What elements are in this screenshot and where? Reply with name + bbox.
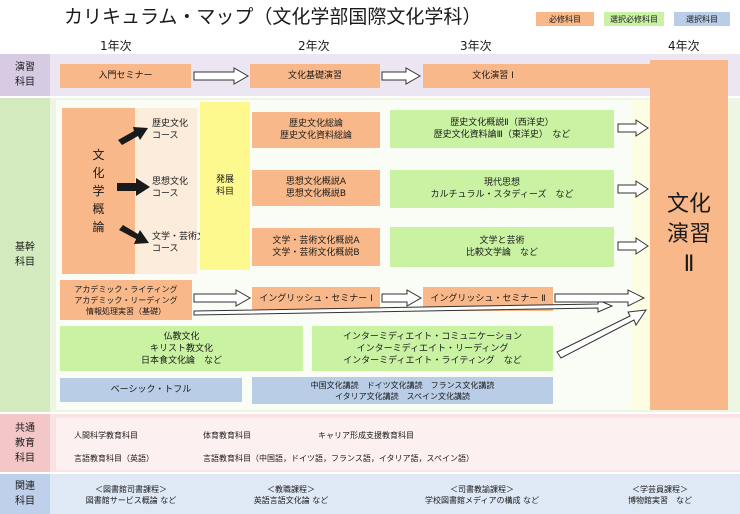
arrow-seminar-1-icon (193, 67, 250, 85)
hatten-label: 発展 科目 (215, 175, 234, 197)
arrow-course-history-icon (118, 127, 148, 145)
thought3-box: 現代思想 カルチュラル・スタディーズ など (390, 170, 614, 208)
kanren-museum: ＜学芸員課程＞ 博物館実習 など (628, 485, 692, 505)
course-thought-label: 思想文化 コース (152, 177, 189, 199)
legend-elective: 選択科目 (674, 12, 730, 26)
kyotsu-inner-panel (56, 418, 740, 470)
year-header-3: 3年次 (460, 39, 492, 53)
page-title: カリキュラム・マップ（文化学部国際文化学科） (64, 6, 482, 28)
thought2-label: 思想文化概説A 思想文化概説B (285, 177, 347, 199)
thought3-label: 現代思想 カルチュラル・スタディーズ など (430, 178, 574, 200)
arrow-intermediate-diag-icon (556, 309, 648, 359)
arrow-course-thought-icon (117, 178, 150, 196)
kanren-teacher: ＜教職課程＞ 英語言語文化論 など (253, 485, 329, 505)
kyotsu-item-4: 言語教育科目（英語） (74, 454, 154, 463)
seminar-enshu2-box: 文化 演習 Ⅱ (650, 60, 728, 410)
seminar-intro-box: 入門セミナー (60, 64, 191, 88)
seminar-intro-label: 入門セミナー (98, 71, 153, 81)
arrow-english-2-icon (381, 289, 423, 307)
section-label-kanren: 関連 科目 (0, 474, 50, 514)
kanren-library: ＜図書館司書課程＞ 図書館サービス概論 など (85, 485, 177, 505)
course-column-box (135, 108, 197, 274)
english1-label: イングリッシュ・セミナー Ⅰ (259, 294, 373, 304)
arrow-course-literature-icon (119, 225, 149, 244)
kyotsu-item-3: キャリア形成支援教育科目 (318, 431, 414, 440)
lang-lectures-label: 中国文化講読 ドイツ文化講読 フランス文化講読 イタリア文化講読 スペイン文化講… (310, 380, 495, 401)
kyotsu-item-5: 言語教育科目（中国語，ドイツ語，フランス語，イタリア語，スペイン語） (203, 454, 474, 463)
lang-lectures-box: 中国文化講読 ドイツ文化講読 フランス文化講読 イタリア文化講読 スペイン文化講… (252, 377, 553, 404)
year-header-1: 1年次 (100, 39, 132, 53)
section-label-enshu: 演習 科目 (0, 54, 50, 96)
kyotsu-item-1: 人間科学教育科目 (74, 431, 138, 440)
literature2-label: 文学・芸術文化概説A 文学・芸術文化概説B (272, 236, 360, 258)
history3-box: 歴史文化概説Ⅱ（西洋史） 歴史文化資料論Ⅲ（東洋史） など (390, 110, 614, 148)
basic-toefl-box: ベーシック・トフル (60, 378, 242, 402)
kyotsu-item-2: 体育教育科目 (203, 431, 251, 440)
literature3-label: 文学と芸術 比較文学論 など (465, 236, 538, 258)
legend-required: 必修科目 (536, 12, 594, 26)
intermediate-box: インターミディエイト・コミュニケーション インターミディエイト・リーディング イ… (312, 326, 553, 371)
literature3-box: 文学と芸術 比較文学論 など (390, 227, 614, 267)
kikan-4th-year-strip (632, 100, 650, 410)
arrow-literature-icon (617, 237, 649, 255)
history2-label: 歴史文化総論 歴史文化資料総論 (279, 119, 352, 141)
intermediate-label: インターミディエイト・コミュニケーション インターミディエイト・リーディング イ… (342, 331, 523, 366)
arrow-seminar-2-icon (381, 67, 422, 85)
culture-box: 仏教文化 キリスト教文化 日本食文化論 など (60, 326, 303, 371)
course-history-label: 歴史文化 コース (152, 119, 189, 141)
kanren-school-library: ＜司書教諭課程＞ 学校図書館メディアの構成 など (425, 485, 539, 505)
legend-elective-required-label: 選択必修科目 (610, 14, 658, 24)
basic-toefl-label: ベーシック・トフル (110, 385, 192, 395)
legend-elective-label: 選択科目 (686, 14, 718, 24)
academic-label: アカデミック・ライティング アカデミック・リーディング 情報処理実習（基礎） (74, 284, 178, 316)
culture-label: 仏教文化 キリスト教文化 日本食文化論 など (140, 331, 222, 366)
band-kanren (0, 474, 740, 514)
english2-label: イングリッシュ・セミナー Ⅱ (430, 294, 546, 304)
seminar-enshu2-label: 文化 演習 Ⅱ (666, 192, 711, 277)
thought2-box: 思想文化概説A 思想文化概説B (252, 170, 380, 206)
history2-box: 歴史文化総論 歴史文化資料総論 (252, 112, 380, 148)
legend-required-label: 必修科目 (549, 14, 581, 24)
hatten-box: 発展 科目 (200, 102, 250, 270)
academic-box: アカデミック・ライティング アカデミック・リーディング 情報処理実習（基礎） (60, 280, 192, 320)
arrow-english-1-icon (193, 289, 252, 307)
arrow-english-4th-icon (554, 289, 646, 307)
section-label-kyotsu: 共通 教育 科目 (0, 414, 50, 472)
legend-elective-required: 選択必修科目 (604, 12, 664, 26)
literature2-box: 文学・芸術文化概説A 文学・芸術文化概説B (252, 228, 380, 266)
english1-box: イングリッシュ・セミナー Ⅰ (252, 287, 380, 311)
arrow-history-icon (617, 119, 649, 137)
seminar-enshu1-box: 文化演習 Ⅰ (423, 64, 563, 88)
gairon-label: 文 化 学 概 論 (92, 148, 105, 234)
arrow-thought-icon (617, 180, 649, 198)
course-literature-label: 文学・芸術文化 コース (152, 232, 216, 254)
section-label-kikan: 基幹 科目 (0, 98, 50, 412)
seminar-enshu1-label: 文化演習 Ⅰ (472, 71, 514, 81)
history3-label: 歴史文化概説Ⅱ（西洋史） 歴史文化資料論Ⅲ（東洋史） など (433, 118, 571, 140)
year-header-4: 4年次 (668, 39, 700, 53)
seminar-basic-box: 文化基礎演習 (250, 64, 380, 88)
arrow-academic-long-icon (193, 299, 614, 316)
seminar-enshu2-connector (563, 64, 653, 88)
seminar-basic-label: 文化基礎演習 (287, 71, 342, 81)
year-header-2: 2年次 (298, 39, 330, 53)
